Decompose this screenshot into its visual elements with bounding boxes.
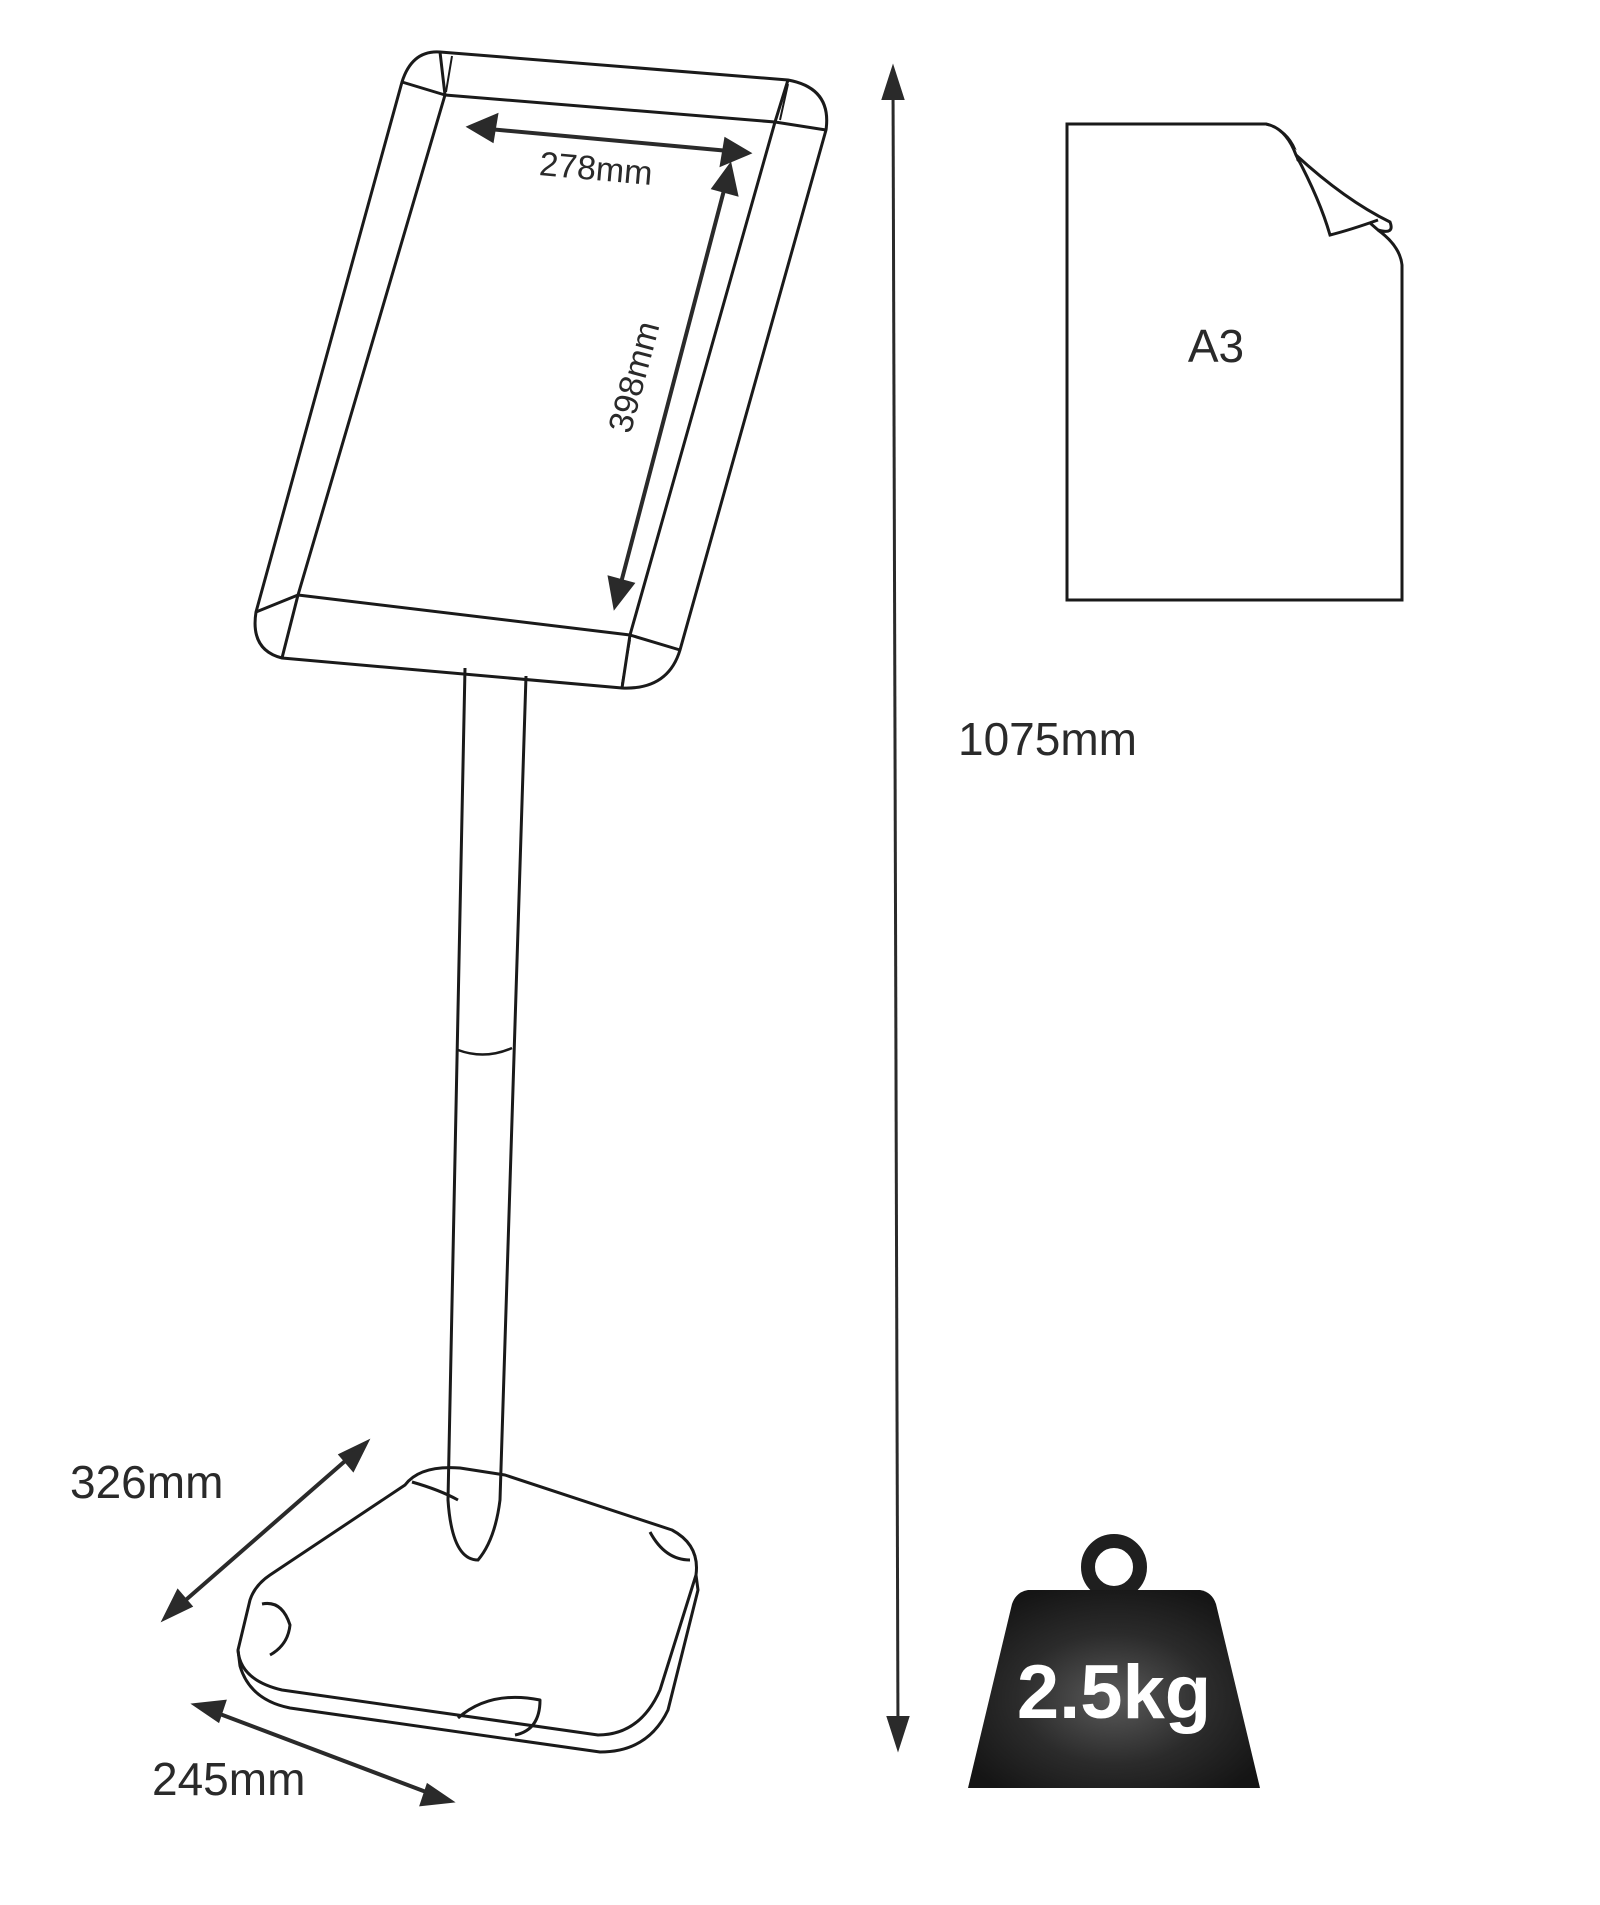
paper-icon <box>1065 122 1404 602</box>
base <box>236 1466 700 1754</box>
dimension-arrows <box>160 63 910 1807</box>
weight-label: 2.5kg <box>1017 1650 1211 1735</box>
paper-size-label: A3 <box>1188 320 1244 372</box>
total-height-label: 1075mm <box>958 713 1137 765</box>
frame-height-label: 398mm <box>601 317 667 436</box>
base-width-label: 245mm <box>152 1753 305 1805</box>
pole <box>446 667 528 1562</box>
base-depth-label: 326mm <box>70 1456 223 1508</box>
frame-width-label: 278mm <box>538 145 654 193</box>
display-frame <box>253 50 829 690</box>
weight-icon <box>968 1534 1260 1788</box>
